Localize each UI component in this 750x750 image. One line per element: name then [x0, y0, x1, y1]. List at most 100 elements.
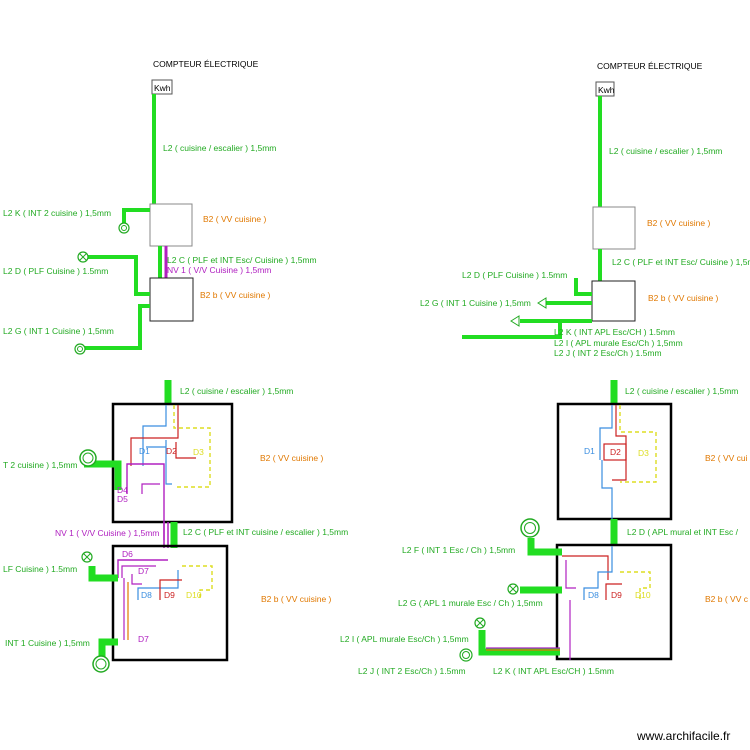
wire-blue [599, 405, 613, 460]
wall-light-cross [509, 585, 517, 593]
label-nv1: NV 1 ( V/V Cuisine ) 1,5mm [167, 265, 271, 275]
wire-blue [583, 546, 613, 600]
wire-l2d [574, 278, 592, 296]
label-l2i: L2 I ( APL murale Esc/Ch ) 1,5mm [340, 634, 469, 644]
meter-title: COMPTEUR ÉLECTRIQUE [597, 61, 703, 71]
label-d4: D4 [117, 485, 128, 495]
wire-blue [165, 440, 172, 485]
wire-l2d [88, 566, 118, 582]
wire-red [562, 555, 609, 580]
wire-l2k [122, 208, 150, 226]
switch-icon [92, 655, 110, 673]
wire-red [605, 583, 622, 600]
wire-purple [121, 565, 156, 578]
meter-box [151, 79, 173, 95]
wire-purple [131, 574, 142, 585]
label-l2d: L2 D ( PLF Cuisine ) 1.5mm [462, 270, 567, 280]
wall-light-icon [510, 315, 520, 327]
ceiling-light-cross [83, 553, 91, 561]
switch-icon [520, 518, 540, 538]
meter-title: COMPTEUR ÉLECTRIQUE [153, 59, 259, 69]
label-d8: D8 [588, 590, 599, 600]
watermark: www.archifacile.fr [636, 729, 730, 743]
wire-l2d [84, 255, 150, 296]
switch-icon [74, 343, 86, 355]
wire-purple [126, 463, 165, 540]
label-b2b: B2 b ( VV cuisine ) [200, 290, 271, 300]
label-d9: D9 [164, 590, 175, 600]
wall-light-cross [476, 619, 484, 627]
label-d10: D10 [635, 590, 651, 600]
wire-yellow-dashed [173, 405, 211, 488]
junction-box-b2b [555, 543, 673, 661]
wire-purple [117, 559, 168, 578]
wire-blue [601, 460, 613, 520]
label-l2k: L2 K ( INT 2 cuisine ) 1,5mm [3, 208, 111, 218]
switch-icon-inner [524, 522, 536, 534]
label-l2c: L2 C ( PLF et INT Esc/ Cuisine ) 1,5mm [167, 255, 317, 265]
switch-icon-inner [95, 658, 107, 670]
wire-yellow-dashed [619, 405, 657, 483]
label-d3: D3 [193, 447, 204, 457]
switch-icon [79, 449, 97, 467]
wire-l2f [527, 538, 562, 556]
label-d10: D10 [186, 590, 202, 600]
label-l2c: L2 C ( PLF et INT cuisine / escalier ) 1… [183, 527, 348, 537]
junction-box-b2b [591, 280, 636, 322]
switch-icon [537, 297, 547, 309]
meter-unit: Kwh [598, 85, 615, 95]
wire-l2k [84, 460, 122, 490]
switch-icon [459, 648, 473, 662]
label-b2: B2 ( VV cui [705, 453, 748, 463]
label-b2b: B2 b ( VV cuisine ) [648, 293, 719, 303]
wire-blue [137, 570, 179, 600]
junction-box-b2b [149, 277, 194, 322]
switch-icon-inner [462, 651, 470, 659]
label-d2: D2 [610, 447, 621, 457]
label-l2c: L2 C ( PLF et INT Esc/ Cuisine ) 1,5mm [612, 257, 750, 267]
label-l2f: L2 F ( INT 1 Esc / Ch ) 1,5mm [402, 545, 515, 555]
junction-box-b2b [111, 544, 229, 662]
label-b2: B2 ( VV cuisine ) [203, 214, 266, 224]
label-l2g: L2 G ( INT 1 Cuisine ) 1,5mm [420, 298, 531, 308]
label-l2k: T 2 cuisine ) 1,5mm [3, 460, 77, 470]
label-l2k: L2 K ( INT APL Esc/CH ) 1.5mm [554, 327, 675, 337]
junction-box-b2 [149, 203, 193, 247]
switch-icon-inner [77, 346, 83, 352]
label-l2j: L2 J ( INT 2 Esc/Ch ) 1.5mm [554, 348, 662, 358]
label-l2-main: L2 ( cuisine / escalier ) 1,5mm [163, 143, 276, 153]
wire-red [159, 579, 182, 600]
label-l2-main: L2 ( cuisine / escalier ) 1,5mm [625, 386, 738, 396]
wire-l2g [84, 304, 150, 350]
label-d8: D8 [141, 590, 152, 600]
label-l2d: L2 D ( APL mural et INT Esc / [627, 527, 739, 537]
label-d2: D2 [166, 446, 177, 456]
label-l2g: L2 G ( APL 1 murale Esc / Ch ) 1,5mm [398, 598, 543, 608]
label-nv1: NV 1 ( V/V Cuisine ) 1,5mm [55, 528, 159, 538]
diagram-bottom-right: L2 ( cuisine / escalier ) 1,5mm B2 ( VV … [340, 380, 749, 676]
wire-red [175, 442, 196, 459]
label-d1: D1 [139, 446, 150, 456]
junction-box-b2 [556, 402, 673, 521]
label-l2d: L2 D ( PLF Cuisine ) 1.5mm [3, 266, 108, 276]
label-l2-main: L2 ( cuisine / escalier ) 1,5mm [609, 146, 722, 156]
label-l2i: L2 I ( APL murale Esc/Ch ) 1,5mm [554, 338, 683, 348]
label-d1: D1 [584, 446, 595, 456]
wire-l2i [462, 321, 562, 339]
label-b2b: B2 b ( VV c [705, 594, 749, 604]
label-d7: D7 [138, 634, 149, 644]
wire-red [612, 405, 627, 481]
label-d6: D6 [122, 549, 133, 559]
label-b2: B2 ( VV cuisine ) [260, 453, 323, 463]
diagram-top-right: COMPTEUR ÉLECTRIQUE Kwh L2 ( cuisine / e… [420, 61, 750, 358]
label-l2g: INT 1 Cuisine ) 1,5mm [5, 638, 90, 648]
label-l2k: L2 K ( INT APL Esc/CH ) 1.5mm [493, 666, 614, 676]
label-d5: D5 [117, 494, 128, 504]
wire-blue [142, 405, 167, 466]
wire-purple [141, 483, 160, 494]
wire-red [130, 405, 179, 466]
label-d7: D7 [138, 566, 149, 576]
wire-yellow-dashed [620, 571, 651, 600]
label-l2j: L2 J ( INT 2 Esc/Ch ) 1.5mm [358, 666, 466, 676]
